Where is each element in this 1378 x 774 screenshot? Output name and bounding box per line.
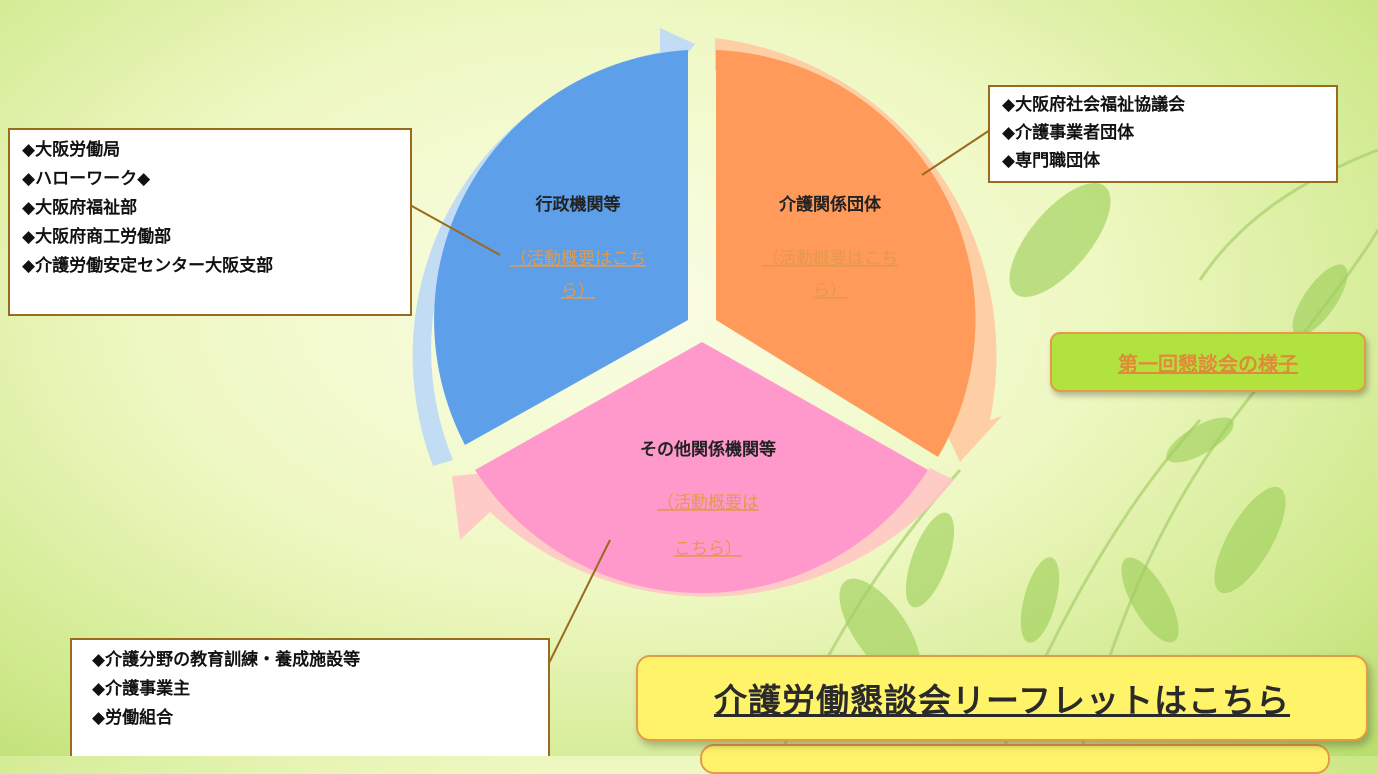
segment-other-link-1[interactable]: （活動概要は [657, 493, 759, 513]
connector-other [547, 539, 611, 666]
callout-admin-item: ◆大阪労働局 [22, 140, 121, 160]
callout-admin-item: ◆大阪府福祉部 [22, 198, 138, 218]
first-meeting-button[interactable]: 第一回懇談会の様子 [1050, 332, 1366, 392]
segment-care [716, 50, 976, 457]
callout-care-item: ◆専門職団体 [1002, 151, 1101, 171]
segment-care-link-2[interactable]: ら） [813, 281, 847, 301]
segment-care-title: 介護関係団体 [778, 194, 882, 215]
callout-other-item: ◆労働組合 [92, 708, 174, 728]
segment-other-title: その他関係機関等 [640, 439, 776, 460]
callout-admin-item: ◆大阪府商工労働部 [22, 227, 172, 247]
callout-other-item: ◆介護事業主 [92, 679, 191, 699]
segment-other-link-2[interactable]: こちら） [674, 539, 742, 559]
callout-other-item: ◆介護分野の教育訓練・養成施設等 [92, 650, 361, 670]
cycle-diagram: 行政機関等 （活動概要はこち ら） 介護関係団体 （活動概要はこち ら） その他… [409, 28, 1002, 666]
segment-admin-link-2[interactable]: ら） [561, 281, 595, 301]
segment-admin-link-1[interactable]: （活動概要はこち [510, 249, 646, 269]
connector-care [921, 129, 991, 176]
callout-admin-item: ◆ハローワーク◆ [22, 169, 151, 189]
callout-admin: ◆大阪労働局 ◆ハローワーク◆ ◆大阪府福祉部 ◆大阪府商工労働部 ◆介護労働安… [8, 128, 412, 316]
segment-admin [434, 50, 688, 445]
segment-other [475, 342, 928, 594]
callout-care-item: ◆大阪府社会福祉協議会 [1002, 95, 1186, 115]
partial-button-below[interactable] [700, 744, 1330, 774]
connector-admin [409, 204, 501, 256]
callout-admin-item: ◆介護労働安定センター大阪支部 [22, 256, 274, 276]
segment-care-link-1[interactable]: （活動概要はこち [762, 249, 898, 269]
leaflet-button[interactable]: 介護労働懇談会リーフレットはこちら [636, 655, 1368, 741]
callout-care: ◆大阪府社会福祉協議会 ◆介護事業者団体 ◆専門職団体 [988, 85, 1338, 183]
segment-admin-title: 行政機関等 [535, 194, 621, 215]
arrow-other [452, 468, 954, 597]
callout-other: ◆介護分野の教育訓練・養成施設等 ◆介護事業主 ◆労働組合 [70, 638, 550, 756]
callout-care-item: ◆介護事業者団体 [1002, 123, 1135, 143]
